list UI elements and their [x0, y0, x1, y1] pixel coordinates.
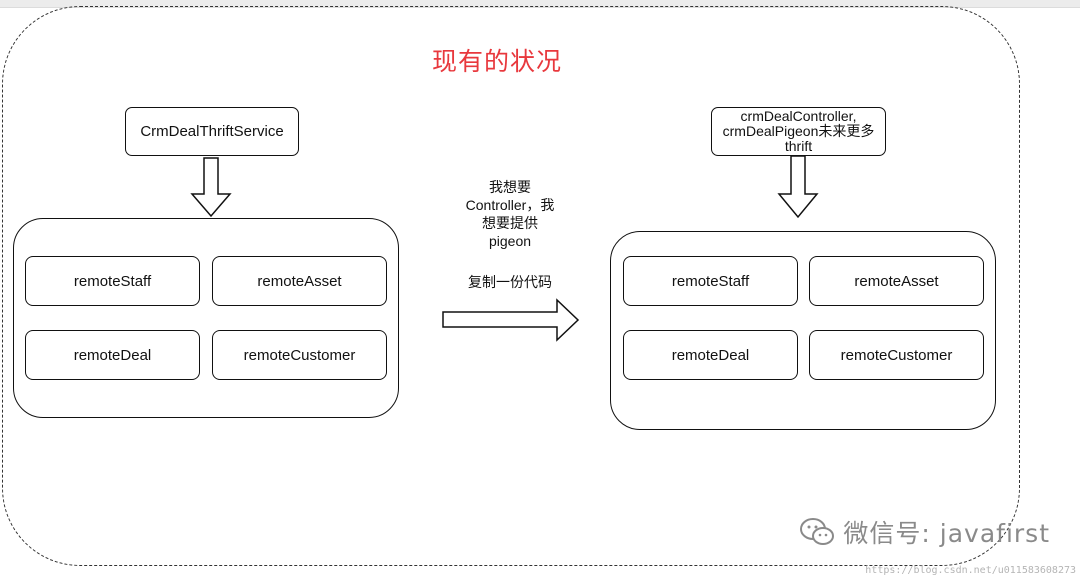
right-module-remote-deal: remoteDeal [623, 330, 798, 380]
middle-note-line: 我想要 [489, 179, 531, 195]
left-module-label: remoteStaff [73, 272, 152, 290]
top-strip [0, 0, 1080, 8]
right-module-remote-asset: remoteAsset [809, 256, 984, 306]
left-module-label: remoteCustomer [243, 346, 356, 364]
right-module-label: remoteStaff [671, 272, 750, 290]
left-module-remote-customer: remoteCustomer [212, 330, 387, 380]
url-watermark: https://blog.csdn.net/u011583608273 [865, 565, 1076, 576]
left-module-label: remoteAsset [257, 272, 342, 290]
middle-note-line: 想要提供 [482, 215, 538, 231]
middle-note-line: Controller，我 [465, 197, 555, 213]
left-module-remote-asset: remoteAsset [212, 256, 387, 306]
right-module-label: remoteAsset [854, 272, 939, 290]
wechat-icon [800, 518, 835, 545]
dashed-frame [2, 6, 1020, 566]
middle-note-line: pigeon [488, 233, 532, 249]
wechat-watermark: 微信号: javafirst [799, 514, 1050, 550]
copy-label: 复制一份代码 [468, 274, 552, 290]
watermark-label: 微信号: javafirst [843, 519, 1050, 548]
thrift-service-box: CrmDealThriftService [125, 107, 299, 156]
left-module-label: remoteDeal [73, 346, 152, 364]
right-down-arrow [777, 155, 819, 219]
controller-pigeon-line: thrift [784, 138, 813, 154]
left-down-arrow [190, 157, 232, 218]
diagram-title: 现有的状况 [432, 47, 563, 76]
right-module-remote-staff: remoteStaff [623, 256, 798, 306]
middle-note: 我想要 Controller，我 想要提供 pigeon [440, 178, 580, 250]
right-module-label: remoteCustomer [840, 346, 953, 364]
left-module-remote-staff: remoteStaff [25, 256, 200, 306]
left-module-container [13, 218, 399, 418]
right-module-label: remoteDeal [671, 346, 750, 364]
copy-right-arrow [442, 298, 580, 342]
controller-pigeon-box: crmDealController, crmDealPigeon未来更多 thr… [711, 107, 886, 156]
right-module-remote-customer: remoteCustomer [809, 330, 984, 380]
controller-pigeon-line: crmDealController, [740, 108, 857, 124]
controller-pigeon-line: crmDealPigeon未来更多 [722, 123, 875, 139]
left-module-remote-deal: remoteDeal [25, 330, 200, 380]
thrift-service-label: CrmDealThriftService [140, 123, 284, 140]
